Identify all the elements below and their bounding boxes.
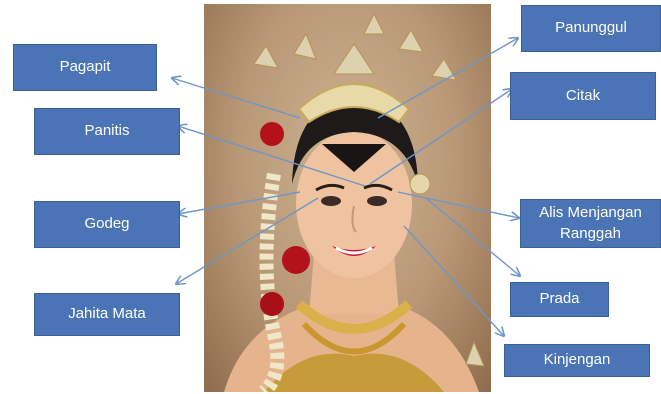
label-text: Panitis	[84, 122, 130, 140]
eye-right	[367, 196, 387, 206]
label-prada: Prada	[510, 282, 609, 317]
rose	[282, 246, 310, 274]
label-text: Panunggul	[555, 19, 627, 37]
label-text: Godeg	[84, 215, 130, 233]
label-panunggul: Panunggul	[521, 5, 661, 52]
eye-left	[321, 196, 341, 206]
earring	[409, 173, 431, 195]
label-text: Kinjengan	[543, 351, 611, 369]
label-citak: Citak	[510, 72, 656, 120]
label-text: Citak	[565, 86, 601, 104]
crown-spike	[293, 32, 317, 60]
mouth	[332, 246, 376, 256]
label-text: Prada	[539, 290, 580, 308]
label-kinjengan: Kinjengan	[504, 344, 650, 377]
teeth	[335, 246, 373, 255]
label-line-1: Alis Menjangan	[539, 204, 642, 222]
crown-spike	[398, 29, 424, 53]
ornament	[465, 340, 485, 367]
label-text: Pagapit	[59, 58, 111, 76]
outfit	[264, 353, 444, 392]
bride-illustration	[224, 12, 485, 392]
crown-spike	[253, 45, 279, 69]
bride-photo	[204, 4, 491, 392]
nose	[351, 205, 357, 233]
label-panitis: Panitis	[34, 108, 180, 155]
label-text: Jahita Mata	[68, 305, 146, 323]
eyebrow-right	[363, 183, 393, 192]
rose	[260, 122, 284, 146]
necklace	[295, 300, 413, 334]
label-godeg: Godeg	[34, 201, 180, 248]
crown-spike	[431, 58, 457, 81]
label-line-2: Ranggah	[560, 224, 621, 242]
crown-spike	[363, 12, 385, 35]
label-pagapit: Pagapit	[13, 44, 157, 91]
label-jahita-mata: Jahita Mata	[34, 293, 180, 336]
rose	[260, 292, 284, 316]
crown-center	[333, 43, 375, 75]
necklace-lower	[301, 321, 407, 355]
